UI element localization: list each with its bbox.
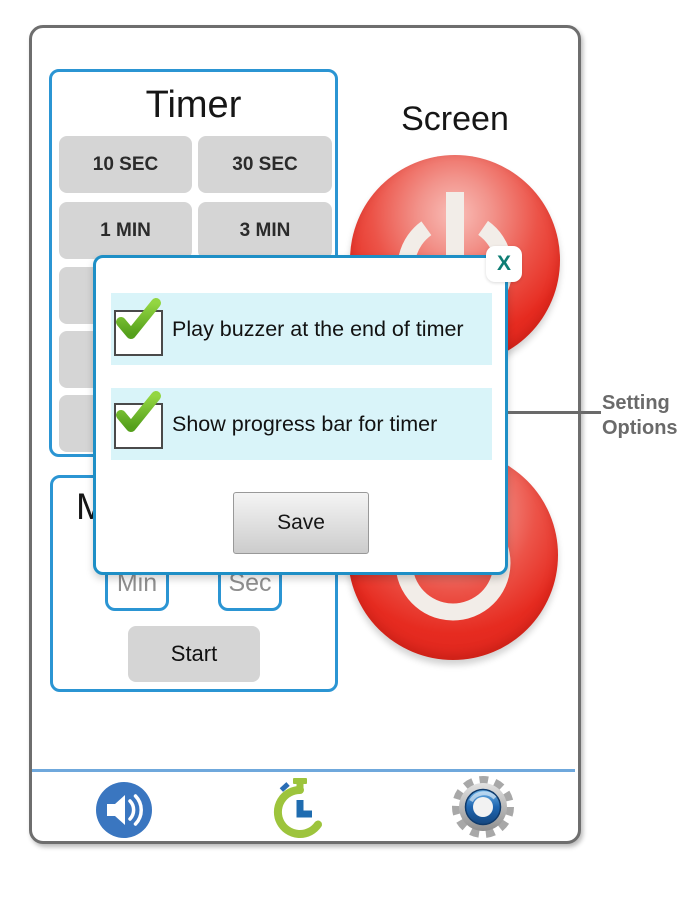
toolbar-divider <box>32 769 575 772</box>
timer-preset-3min-button[interactable]: 3 MIN <box>198 202 332 259</box>
option-row-progress <box>111 388 492 460</box>
start-button[interactable]: Start <box>128 626 260 682</box>
option-row-buzzer <box>111 293 492 365</box>
buzzer-option-label: Play buzzer at the end of timer <box>172 316 464 341</box>
timer-preset-30sec-button[interactable]: 30 SEC <box>198 136 332 193</box>
volume-icon[interactable] <box>94 780 154 845</box>
progress-bar-checkbox[interactable] <box>114 403 163 449</box>
buzzer-checkbox[interactable] <box>114 310 163 356</box>
timer-preset-1min-button[interactable]: 1 MIN <box>59 202 192 259</box>
annotation-label: Setting Options <box>602 392 678 439</box>
save-button[interactable]: Save <box>233 492 369 554</box>
timer-preset-10sec-button[interactable]: 10 SEC <box>59 136 192 193</box>
settings-dialog: Play buzzer at the end of timer Show pro… <box>93 255 508 575</box>
dialog-close-button[interactable]: X <box>486 246 522 282</box>
progress-option-label: Show progress bar for timer <box>172 411 438 436</box>
timer-panel-title: Timer <box>145 84 242 126</box>
stopwatch-icon[interactable] <box>268 776 332 845</box>
screen-section-title: Screen <box>401 100 509 138</box>
settings-gear-icon[interactable] <box>450 774 516 845</box>
annotation-callout-line <box>508 411 601 414</box>
